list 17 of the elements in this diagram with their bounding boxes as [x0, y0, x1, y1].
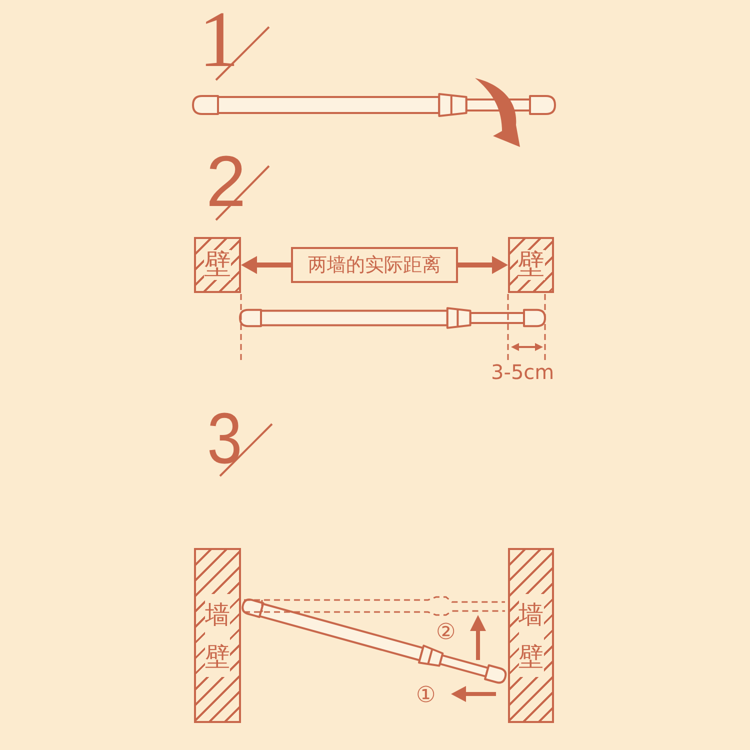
wall-label: 壁: [204, 250, 231, 280]
callout-number: ①: [416, 685, 436, 707]
callout-number: ②: [436, 622, 456, 644]
wall-label: 墙壁: [205, 594, 230, 677]
wall-label: 壁: [518, 250, 544, 280]
hatched-wall: [194, 237, 241, 293]
step-number: 2: [206, 155, 244, 210]
step-number: 3: [207, 412, 240, 467]
hatched-wall: [194, 548, 241, 723]
dimension-label: 3-5cm: [491, 362, 554, 382]
wall-label: 墙壁: [518, 594, 544, 677]
arrow: [458, 256, 508, 274]
hatched-wall: [508, 548, 554, 723]
label-box: 两墙的实际距离: [291, 247, 458, 283]
hatched-wall: [508, 237, 554, 293]
arrow: [241, 256, 291, 274]
step-number: 1: [206, 12, 232, 68]
